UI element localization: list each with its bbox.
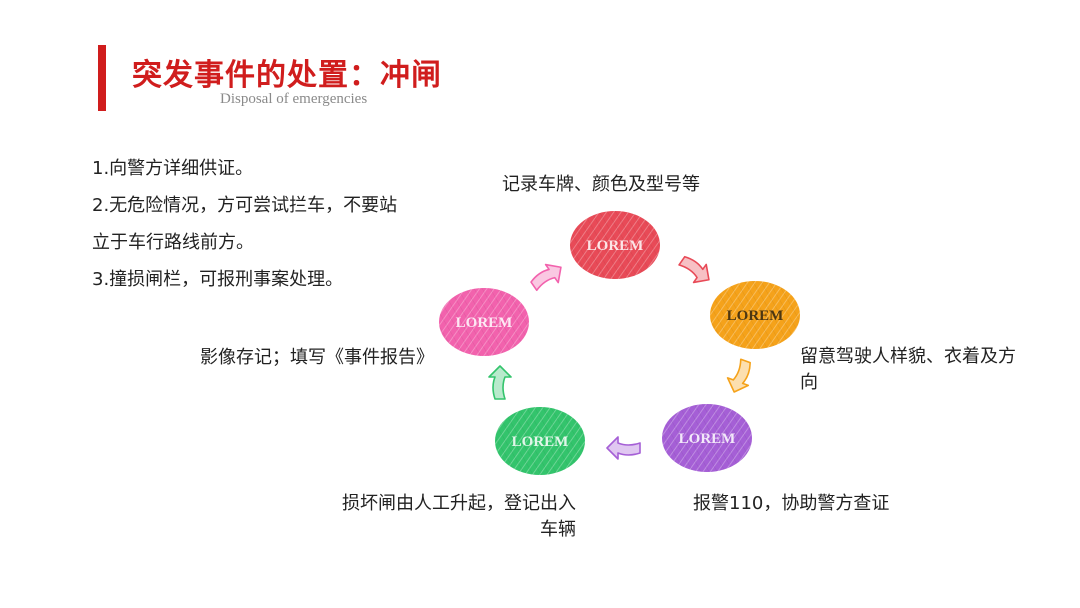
point-item: 2.无危险情况，方可尝试拦车，不要站 <box>92 195 398 216</box>
cycle-arrow-icon <box>726 358 751 393</box>
title-accent-bar <box>98 45 106 111</box>
node-caption-5: 影像存记；填写《事件报告》 <box>200 347 434 368</box>
cycle-arrows <box>488 255 751 460</box>
point-item: 3.撞损闸栏，可报刑事案处理。 <box>92 269 344 290</box>
points-list: 1.向警方详细供证。 2.无危险情况，方可尝试拦车，不要站 立于车行路线前方。 … <box>92 150 442 298</box>
cycle-node: LOREM <box>439 288 529 356</box>
cycle-nodes: LOREM LOREM LOREM LOREM LOREM <box>439 211 800 475</box>
cycle-arrow-icon <box>488 365 512 400</box>
cycle-arrow-icon <box>530 263 562 292</box>
node-texture <box>570 211 660 279</box>
node-label: LOREM <box>727 308 784 324</box>
cycle-node: LOREM <box>662 404 752 472</box>
node-texture <box>662 404 752 472</box>
node-label: LOREM <box>587 238 644 254</box>
node-texture <box>495 407 585 475</box>
node-texture <box>439 288 529 356</box>
node-texture <box>710 281 800 349</box>
node-label: LOREM <box>679 431 736 447</box>
page-subtitle: Disposal of emergencies <box>220 91 368 107</box>
cycle-arrow-icon <box>678 255 710 284</box>
point-item: 1.向警方详细供证。 <box>92 158 254 179</box>
point-item: 立于车行路线前方。 <box>92 232 254 253</box>
node-label: LOREM <box>512 434 569 450</box>
node-caption-3: 报警110，协助警方查证 <box>693 493 890 514</box>
cycle-node: LOREM <box>710 281 800 349</box>
node-caption-1: 记录车牌、颜色及型号等 <box>502 174 700 195</box>
cycle-node: LOREM <box>495 407 585 475</box>
node-caption-4: 损坏闸由人工升起，登记出入车辆 <box>342 493 576 540</box>
node-caption-2: 留意驾驶人样貌、衣着及方向 <box>800 346 1016 393</box>
node-label: LOREM <box>456 315 513 331</box>
cycle-arrow-icon <box>606 436 641 460</box>
page-title: 突发事件的处置：冲闸 <box>132 58 442 93</box>
cycle-node: LOREM <box>570 211 660 279</box>
